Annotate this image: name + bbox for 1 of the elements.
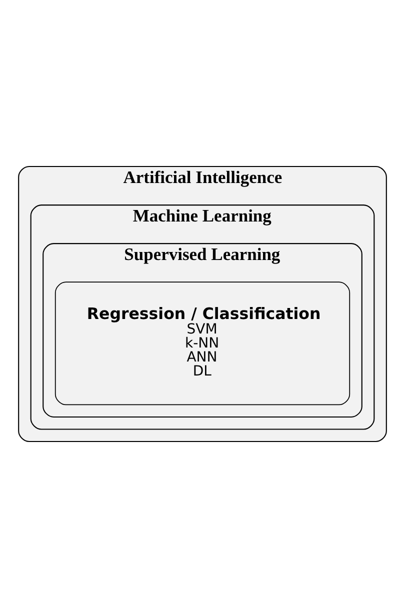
node-box: Regression / Classification SVM k-NN ANN DL	[54, 281, 350, 405]
